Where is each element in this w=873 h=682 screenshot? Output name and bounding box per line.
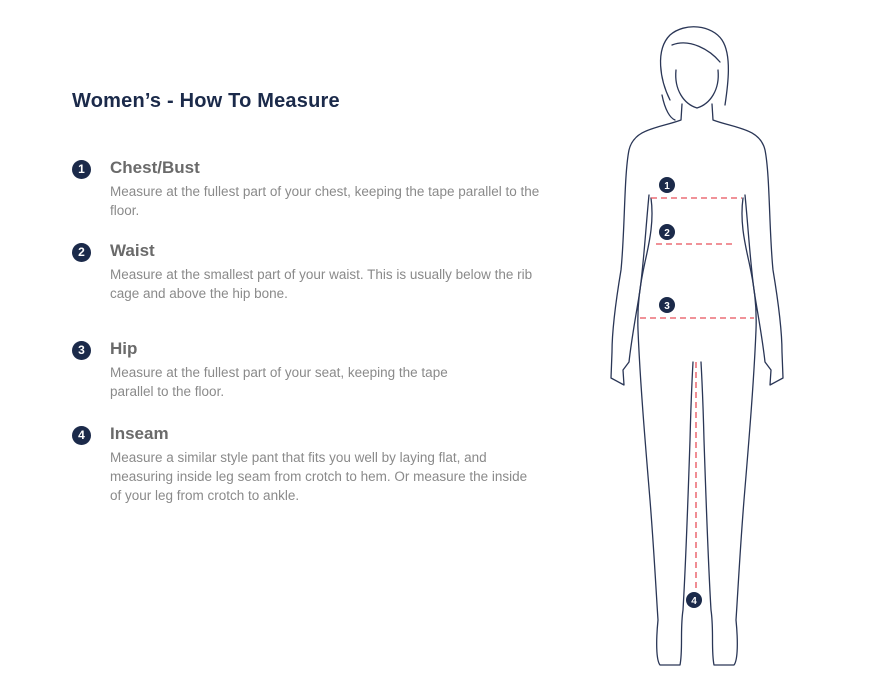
number-badge: 1 [72, 160, 91, 179]
marker-2-label: 2 [664, 228, 670, 239]
item-description: Measure at the fullest part of your ches… [110, 184, 540, 218]
marker-3 [659, 297, 675, 313]
marker-2 [659, 224, 675, 240]
measure-lines [640, 197, 754, 592]
item-heading: Hip [110, 339, 138, 358]
item-description: Measure at the smallest part of your wai… [110, 267, 533, 301]
marker-4-label: 4 [691, 596, 697, 607]
marker-3-label: 3 [664, 301, 670, 312]
marker-4 [686, 592, 702, 608]
item-heading: Chest/Bust [110, 158, 200, 177]
item-description: Measure at the fullest part of your seat… [110, 365, 448, 399]
item-heading: Waist [110, 241, 155, 260]
number-badge: 2 [72, 243, 91, 262]
marker-1-label: 1 [664, 181, 670, 192]
number-badge: 4 [72, 426, 91, 445]
page-title: Women’s - How To Measure [72, 90, 340, 112]
marker-1 [659, 177, 675, 193]
figure-outline [610, 26, 784, 666]
item-description: Measure a similar style pant that fits y… [110, 450, 528, 503]
number-badge: 3 [72, 341, 91, 360]
item-heading: Inseam [110, 424, 169, 443]
